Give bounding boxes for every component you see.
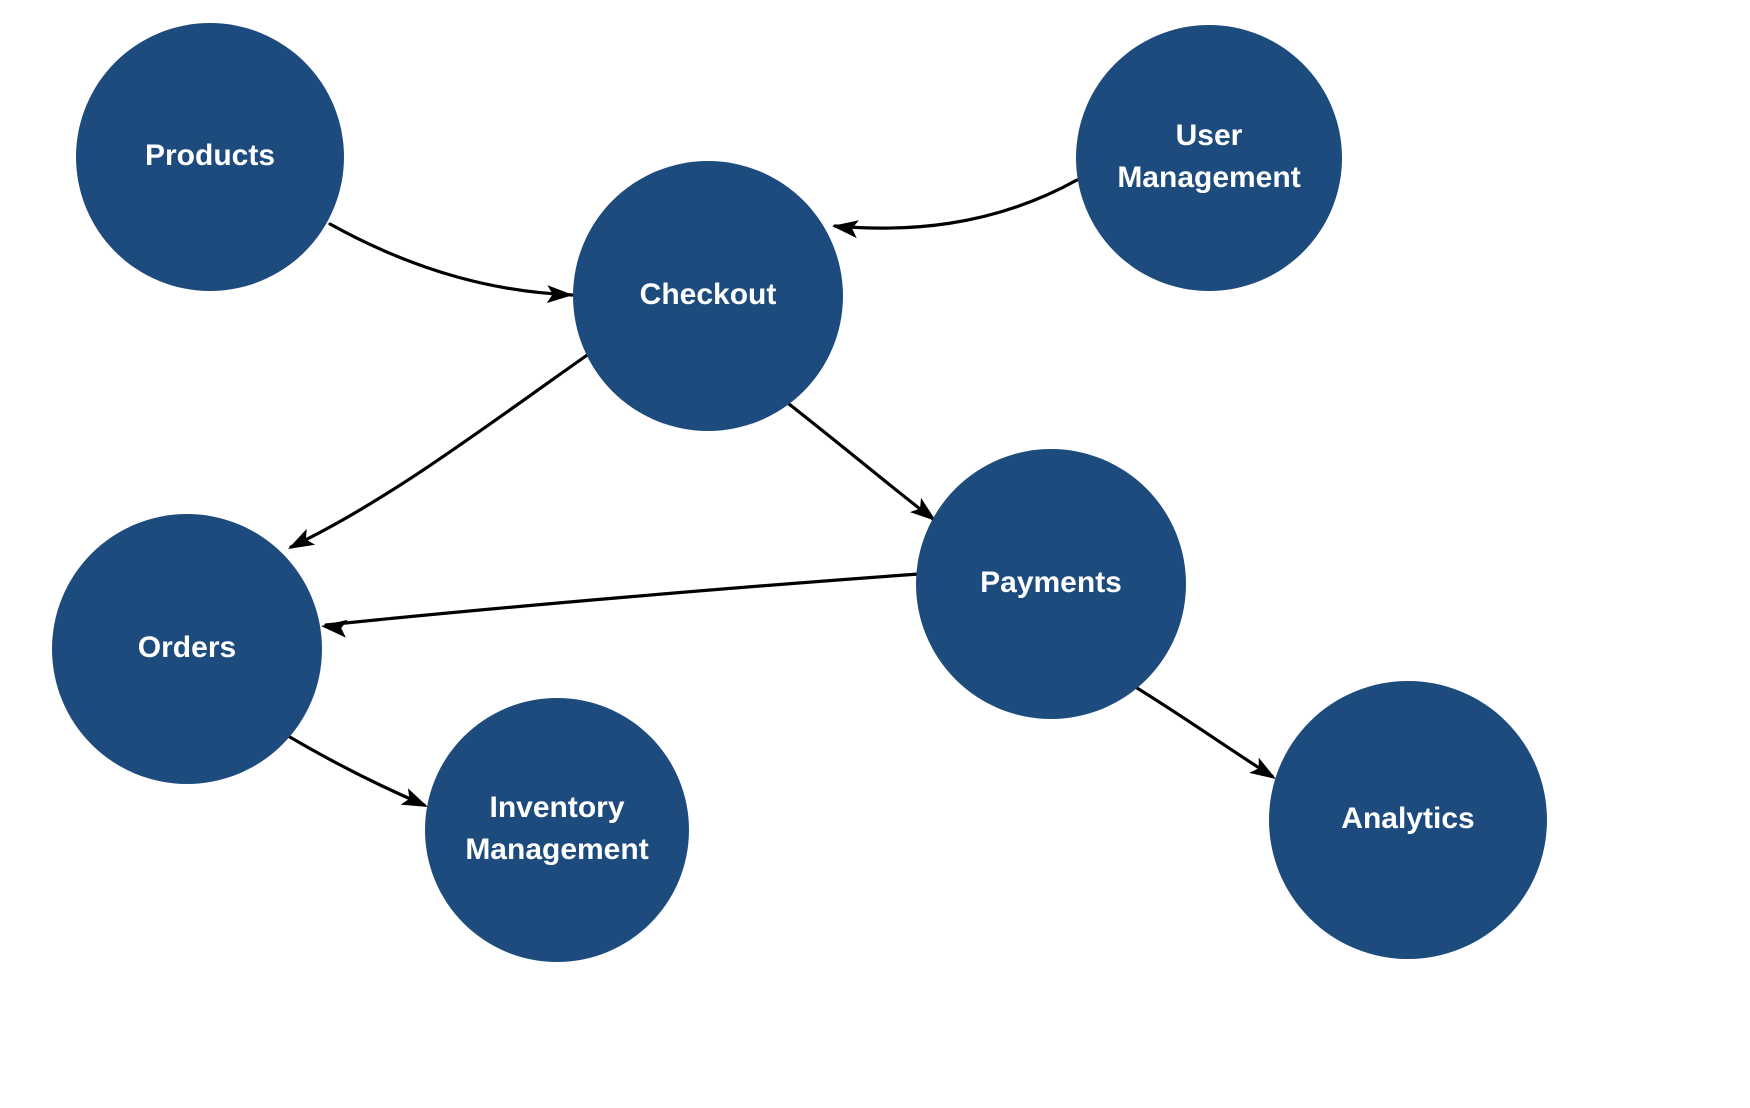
edge-arrowhead-icon xyxy=(909,497,936,521)
edge-line xyxy=(787,402,935,521)
edge-arrowhead-icon xyxy=(546,285,573,304)
node-payments[interactable]: Payments xyxy=(916,449,1186,719)
edge-products-to-checkout xyxy=(328,222,574,304)
node-circle[interactable] xyxy=(425,698,689,962)
edge-payments-to-analytics xyxy=(1135,686,1276,779)
edge-orders-to-inventory-management xyxy=(281,731,428,807)
edge-arrowhead-icon xyxy=(288,528,316,549)
edges-layer xyxy=(281,178,1276,807)
edge-line xyxy=(324,572,921,627)
edge-user-management-to-checkout xyxy=(832,178,1079,239)
edge-line xyxy=(289,349,595,549)
node-orders[interactable]: Orders xyxy=(52,514,322,784)
edge-arrowhead-icon xyxy=(321,619,348,638)
edge-line xyxy=(281,731,426,807)
node-circle[interactable] xyxy=(52,514,322,784)
edge-checkout-to-payments xyxy=(787,402,936,521)
node-circle[interactable] xyxy=(916,449,1186,719)
node-circle[interactable] xyxy=(1269,681,1547,959)
edge-payments-to-orders xyxy=(321,572,921,638)
node-analytics[interactable]: Analytics xyxy=(1269,681,1547,959)
edge-arrowhead-icon xyxy=(832,220,859,239)
node-circle[interactable] xyxy=(76,23,344,291)
edge-arrowhead-icon xyxy=(1249,757,1276,779)
edge-line xyxy=(328,222,574,297)
edge-arrowhead-icon xyxy=(400,788,428,807)
node-circle[interactable] xyxy=(1076,25,1342,291)
edge-checkout-to-orders xyxy=(288,349,595,549)
edge-line xyxy=(1135,686,1274,778)
node-products[interactable]: Products xyxy=(76,23,344,291)
node-checkout[interactable]: Checkout xyxy=(573,161,843,431)
node-circle[interactable] xyxy=(573,161,843,431)
edge-line xyxy=(833,178,1079,230)
